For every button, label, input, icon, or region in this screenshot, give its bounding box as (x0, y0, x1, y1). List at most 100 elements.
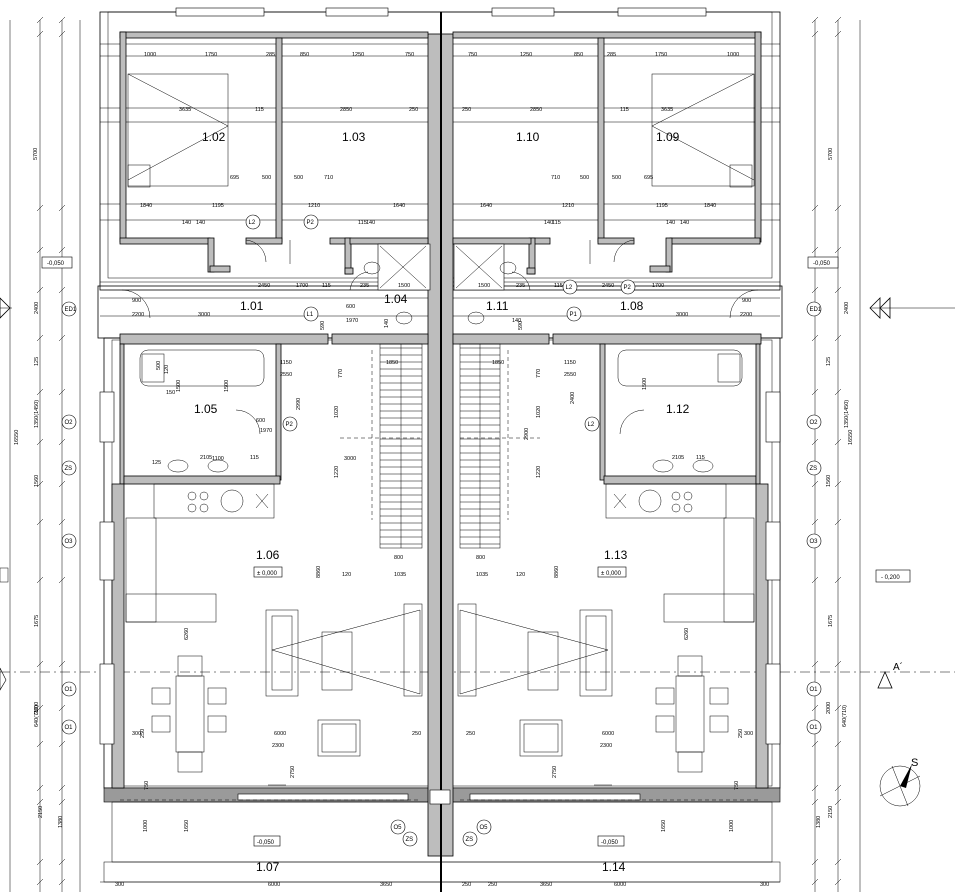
dim-bottom: 750 (734, 781, 740, 790)
dim-top_row: 285 (266, 52, 275, 58)
tag-circle-icon (584, 416, 600, 432)
room-label-r101: 1.01 (240, 299, 264, 313)
dim-door: 140 (384, 319, 390, 328)
dim-bath: 500 (156, 361, 162, 370)
dim-bath: 125 (152, 460, 161, 466)
tag-circle-icon (390, 819, 406, 835)
tag-circle-icon (806, 414, 822, 430)
dim-row4: 1210 (562, 203, 574, 209)
tag-circle-icon (282, 416, 298, 432)
tag-circle-icon (476, 819, 492, 835)
dim-row5: 140 (182, 220, 191, 226)
dim-outer: 1380 (58, 816, 64, 828)
tag-zs: ZS (810, 466, 818, 472)
room-label-r104: 1.04 (384, 292, 408, 306)
dim-bottom: 250 (738, 729, 744, 738)
dim-hall: 235 (360, 283, 369, 289)
level-left-outer: -0,050 (47, 261, 65, 267)
tag-zs: ZS (466, 837, 474, 843)
dim-bottom: 2750 (552, 766, 558, 778)
dim-row5: 115 (552, 220, 561, 226)
dim-base: 250 (488, 882, 497, 888)
dim-outer: 2400 (844, 302, 850, 314)
tag-circle-icon (806, 719, 822, 735)
room-label-r110: 1.10 (516, 130, 540, 144)
dim-mid: 1850 (492, 360, 504, 366)
dim-row2: 2850 (340, 107, 352, 113)
level-terrace-left: -0,050 (257, 840, 275, 846)
dim-row4: 1195 (212, 203, 224, 209)
tag-circle-icon (61, 533, 77, 549)
dim-door: 590 (320, 321, 326, 330)
dim-bottom: 300 (744, 731, 753, 737)
dim-hall: 1700 (296, 283, 308, 289)
windows (99, 7, 781, 801)
north-label: S (911, 757, 918, 769)
dim-row4: 1840 (140, 203, 152, 209)
dim-bath: 1500 (224, 380, 230, 392)
section-a-label: A´ (893, 661, 903, 673)
dim-top_row: 1000 (144, 52, 156, 58)
kitchens (125, 483, 755, 623)
dim-mid: 2990 (296, 398, 302, 410)
dim-bottom: 2300 (600, 743, 612, 749)
dim-row5: 140 (680, 220, 689, 226)
dim-outer: 2000 (826, 702, 832, 714)
dim-row5: 140 (666, 220, 675, 226)
dim-bath: 1100 (212, 456, 224, 462)
tag-l2: L2 (566, 285, 573, 291)
dim-row5: 140 (196, 220, 205, 226)
tag-p2: P2 (624, 285, 632, 291)
tag-circle-icon (61, 681, 77, 697)
tag-circle-icon (806, 460, 822, 476)
dim-hall: 2450 (602, 283, 614, 289)
tag-o1: O1 (65, 725, 74, 731)
dim-bottom: 300 (132, 731, 141, 737)
dim-mid: 1220 (334, 466, 340, 478)
dim-stair: 6260 (684, 628, 690, 640)
dim-bath: 2105 (200, 455, 212, 461)
dim-outer: 16550 (14, 430, 20, 445)
dim-mid: 1150 (564, 360, 576, 366)
level-floor-right: ± 0,000 (601, 571, 622, 577)
tag-l2: L2 (588, 422, 595, 428)
dim-top_row: 850 (574, 52, 583, 58)
dim-outer: 125 (826, 357, 832, 366)
dim-mid: 3000 (344, 456, 356, 462)
dim-outer: 5700 (828, 148, 834, 160)
dim-row4: 1210 (308, 203, 320, 209)
tag-o5: O5 (480, 825, 489, 831)
dim-stair: 1035 (394, 572, 406, 578)
dim-outer: 1380 (816, 816, 822, 828)
living-furniture (151, 603, 729, 773)
dim-bottom: 250 (466, 731, 475, 737)
dim-door: 3000 (676, 312, 688, 318)
tag-circle-icon (806, 681, 822, 697)
dim-mid: 770 (536, 369, 542, 378)
dim-mid: 2900 (524, 428, 530, 440)
dim-base: 3650 (380, 882, 392, 888)
section-arrow-left-icon (0, 297, 11, 319)
dim-top_row: 1750 (205, 52, 217, 58)
tag-circle-icon (402, 831, 418, 847)
tag-o2: O2 (65, 420, 74, 426)
tag-o3: O3 (65, 539, 74, 545)
dim-row4: 1840 (704, 203, 716, 209)
dim-outer: 16550 (848, 430, 854, 445)
dim-base: 3650 (540, 882, 552, 888)
beds (127, 73, 755, 188)
dim-row3: 710 (551, 175, 560, 181)
dim-mid: 1500 (642, 378, 648, 390)
dashed-lines (120, 350, 760, 801)
dim-outer: 1675 (828, 615, 834, 627)
dim-mid: 2400 (570, 392, 576, 404)
dim-door: 2200 (740, 312, 752, 318)
tag-p1: P1 (570, 312, 578, 318)
dim-stair: 120 (516, 572, 525, 578)
tag-o2: O2 (810, 420, 819, 426)
level-right-outer: -0,050 (813, 261, 831, 267)
